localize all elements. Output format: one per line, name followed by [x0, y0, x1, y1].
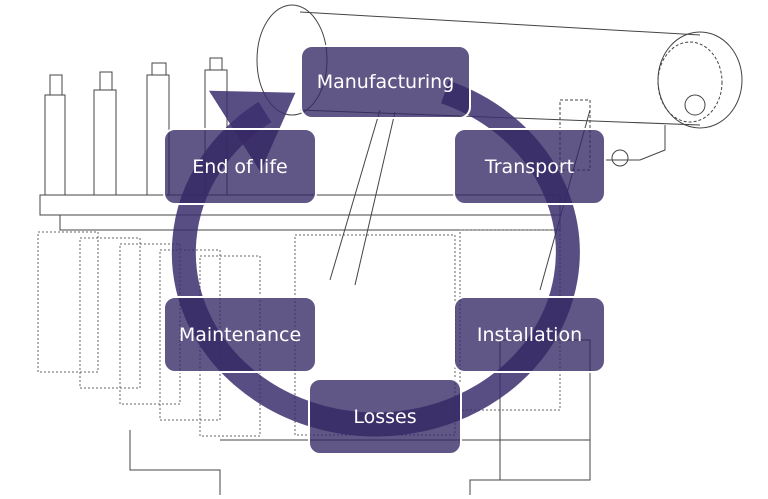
stage-label: Losses	[353, 405, 417, 428]
stage-label: Maintenance	[178, 323, 302, 346]
stage-label: Installation	[476, 323, 583, 346]
stage-label: End of life	[192, 155, 288, 178]
stage-label: Manufacturing	[316, 71, 455, 93]
stage-end-of-life: End of life	[163, 128, 317, 205]
stage-transport: Transport	[453, 128, 606, 205]
stage-label: Transport	[484, 155, 575, 178]
stage-installation: Installation	[453, 296, 606, 373]
stage-losses: Losses	[308, 378, 462, 455]
stage-maintenance: Maintenance	[163, 296, 317, 373]
stage-manufacturing: Manufacturing	[300, 45, 471, 119]
